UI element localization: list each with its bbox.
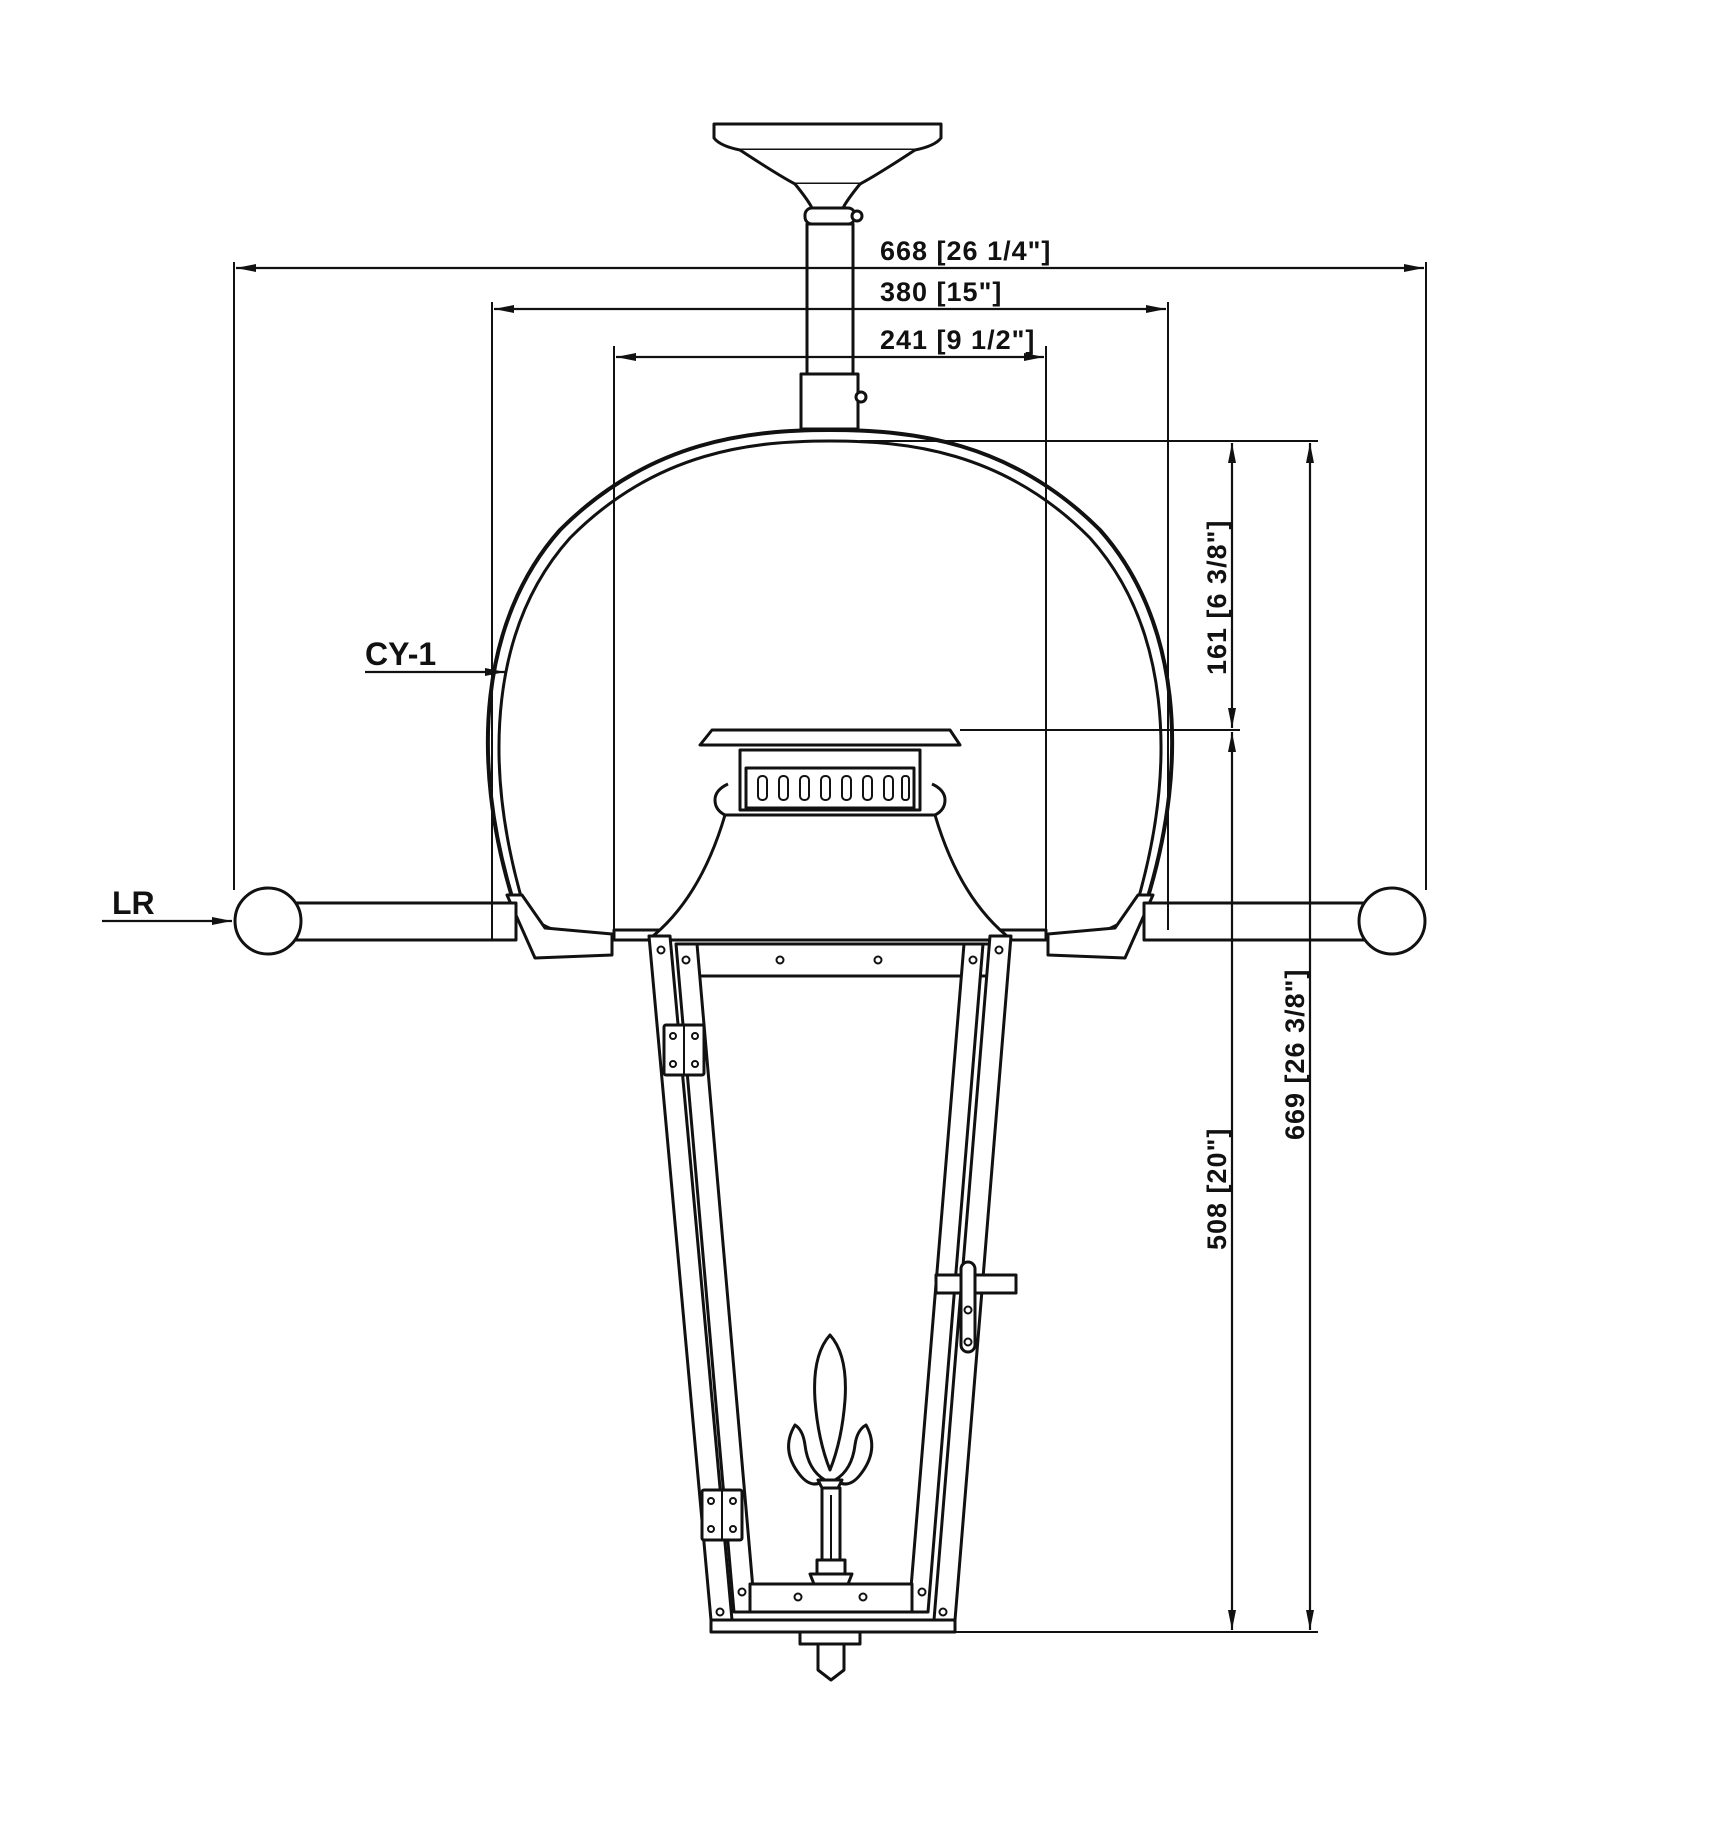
hinge-top — [662, 1023, 706, 1077]
dim-lantern-height-label: 508 [20"] — [1202, 1128, 1232, 1250]
callout-arms-label: LR — [112, 885, 155, 921]
dim-overall-width-label: 668 [26 1/4"] — [880, 236, 1051, 266]
dim-lantern-height: 508 [20"] — [1202, 732, 1236, 1630]
dim-dome-height: 161 [6 3/8"] — [1202, 443, 1236, 728]
callout-arms: LR — [102, 885, 232, 925]
dim-dome-height-label: 161 [6 3/8"] — [1202, 520, 1232, 675]
callout-dome: CY-1 — [365, 636, 505, 676]
hanging-stem — [799, 206, 868, 431]
dim-overall-width: 668 [26 1/4"] — [233, 236, 1427, 890]
dim-top-width: 241 [9 1/2"] — [613, 325, 1047, 930]
dim-overall-height-label: 669 [26 3/8"] — [1280, 969, 1310, 1140]
lantern-cage — [647, 934, 1013, 1646]
dim-overall-height: 669 [26 3/8"] — [1280, 443, 1314, 1630]
top-cap — [612, 728, 1048, 942]
dim-top-width-label: 241 [9 1/2"] — [880, 325, 1035, 355]
arm-right — [1142, 886, 1427, 956]
dim-cage-width: 380 [15"] — [491, 277, 1169, 940]
door-latch — [934, 1260, 1018, 1354]
dim-vertical-extension-lines — [860, 440, 1318, 1633]
ceiling-canopy — [712, 122, 943, 210]
dome-shade — [485, 427, 1175, 960]
gas-flame — [787, 1333, 874, 1490]
dim-cage-width-label: 380 [15"] — [880, 277, 1002, 307]
vent-grille — [744, 766, 916, 810]
arm-left — [233, 886, 518, 956]
burner-assembly — [808, 1486, 854, 1682]
hinge-bottom — [700, 1488, 744, 1542]
callout-dome-label: CY-1 — [365, 636, 436, 672]
